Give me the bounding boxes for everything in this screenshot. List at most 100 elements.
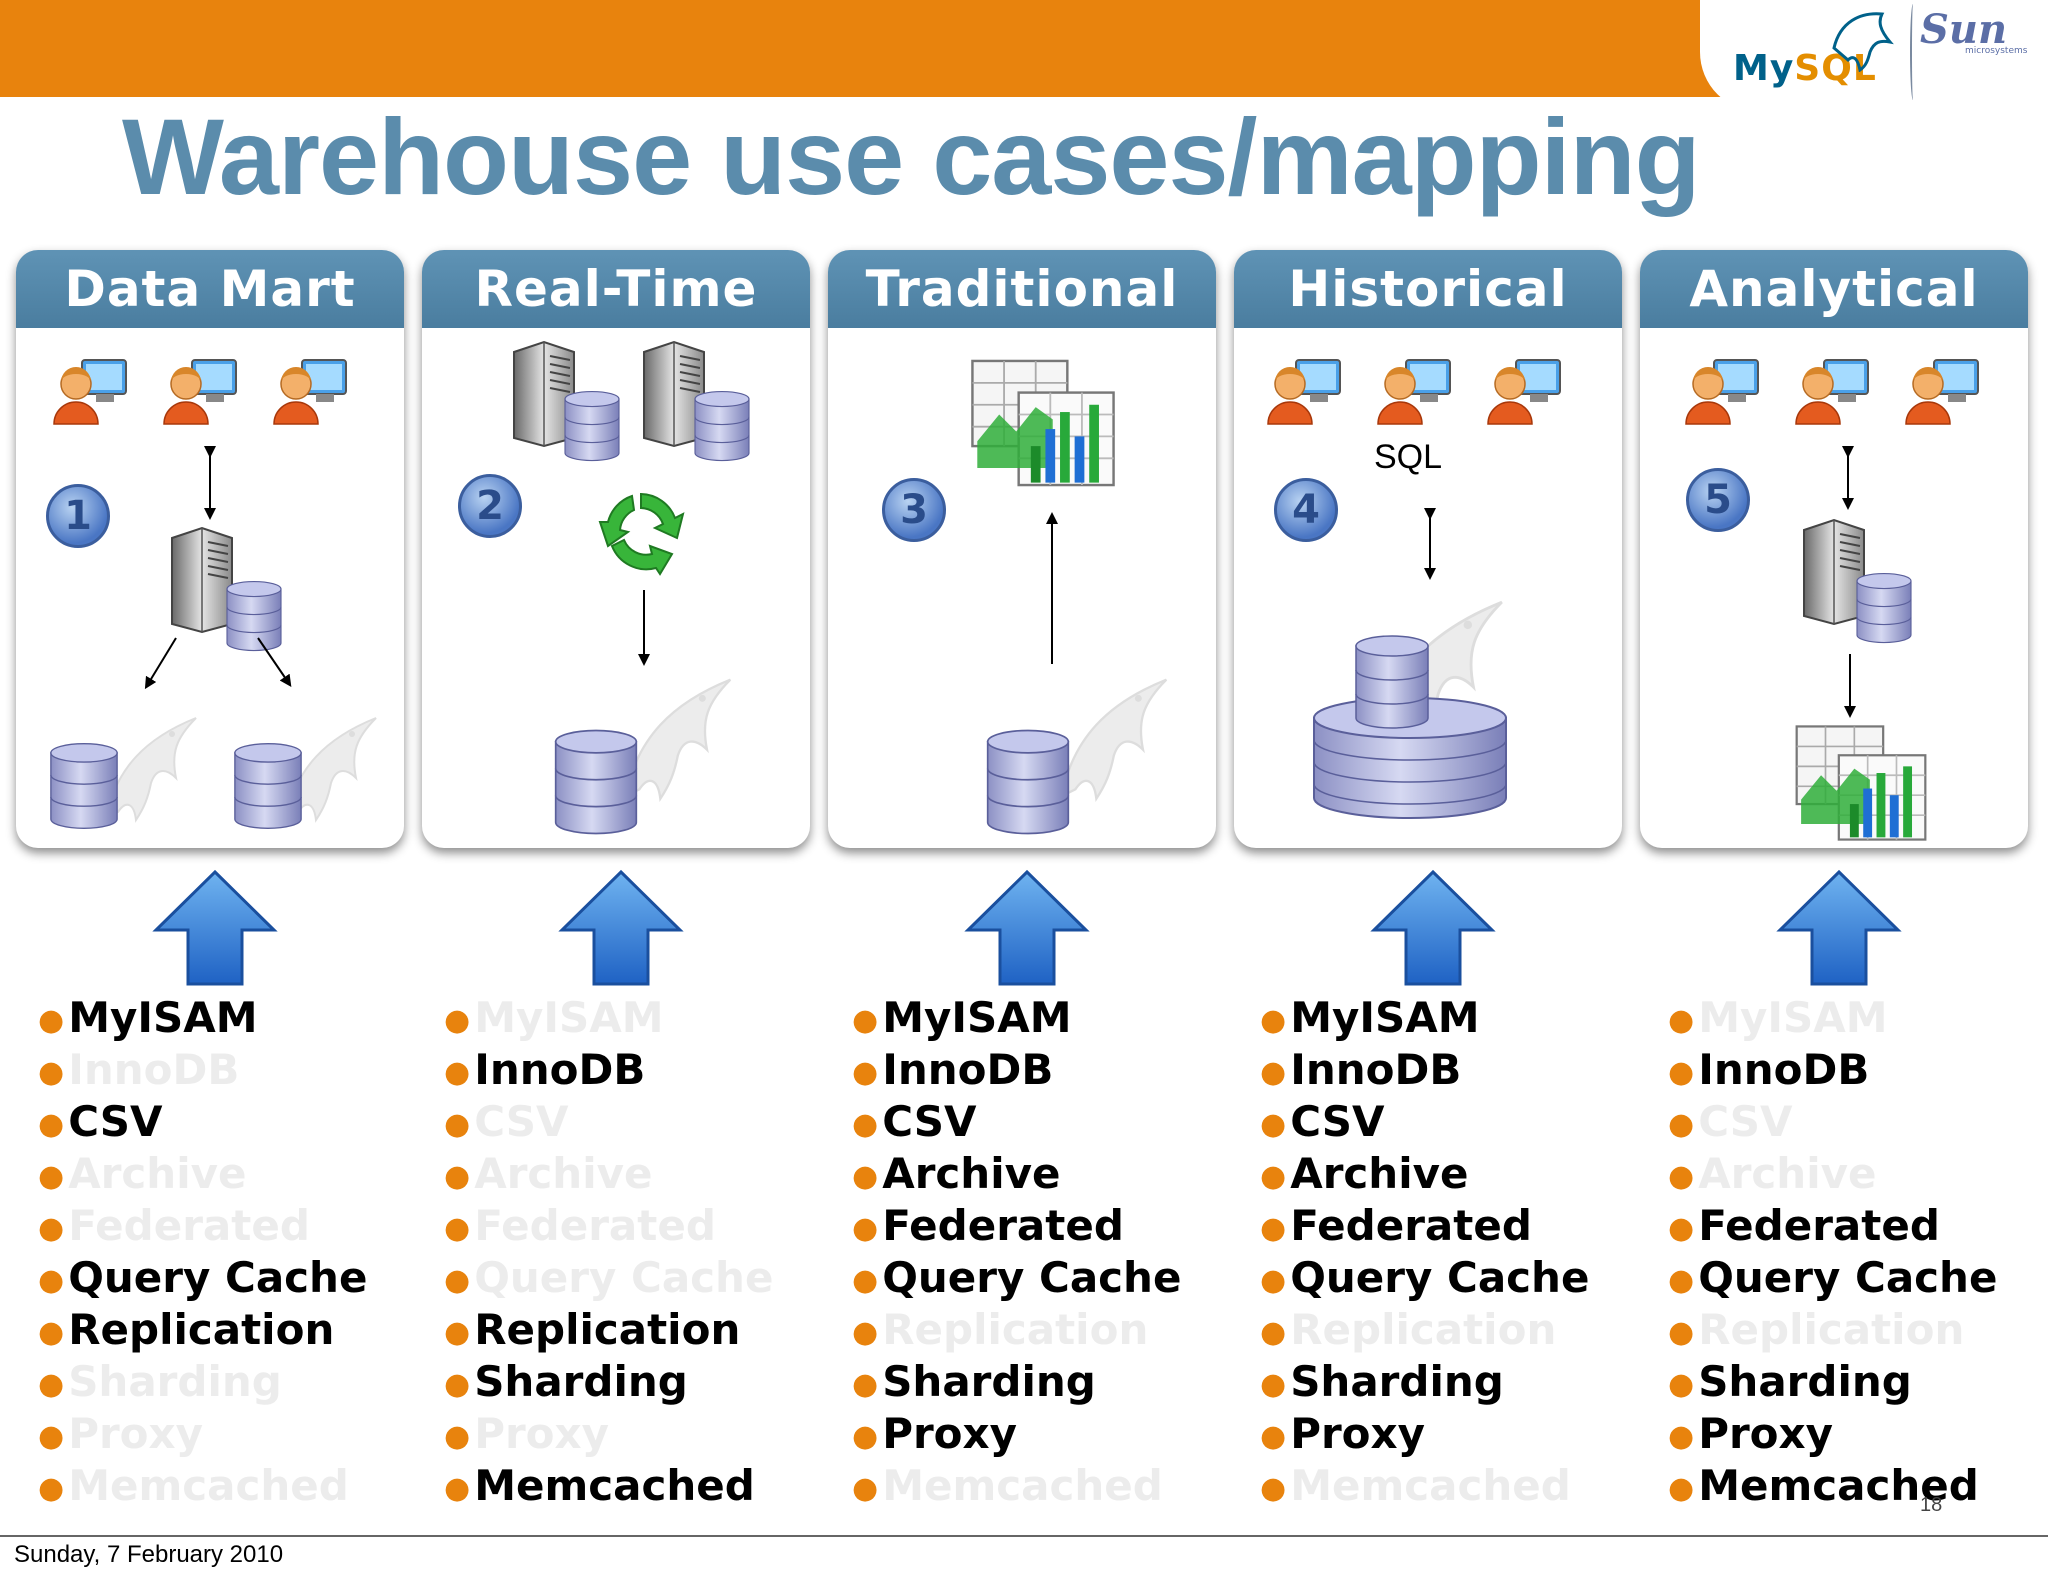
column-card-historical: Historical SQL 4 <box>1234 250 1622 848</box>
step-number-badge: 1 <box>46 484 110 548</box>
up-arrow-icon <box>1778 870 1900 986</box>
feature-label: Archive <box>1698 1149 1877 1198</box>
feature-label: Proxy <box>474 1409 610 1458</box>
feature-label: Proxy <box>882 1409 1018 1458</box>
sync-recycle-icon <box>599 493 684 575</box>
column-header: Historical <box>1234 250 1622 328</box>
bullet-icon: ● <box>1260 1470 1287 1506</box>
column-card-traditional: Traditional 3 <box>828 250 1216 848</box>
column-card-analytical: Analytical 5 <box>1640 250 2028 848</box>
feature-item: ●Proxy <box>852 1408 1181 1460</box>
database-icon <box>694 390 750 462</box>
up-arrow-icon <box>1372 870 1494 986</box>
bullet-icon: ● <box>38 1002 65 1038</box>
feature-item: ●Query Cache <box>852 1252 1181 1304</box>
feature-item: ●InnoDB <box>444 1044 773 1096</box>
database-icon <box>234 742 302 830</box>
feature-item: ●InnoDB <box>38 1044 367 1096</box>
user-workstation-icon <box>1905 359 1979 425</box>
feature-item: ●Replication <box>852 1304 1181 1356</box>
column-diagram: 5 <box>1640 328 2028 848</box>
footer-date: Sunday, 7 February 2010 <box>14 1541 284 1568</box>
mysql-logo-prefix: My <box>1733 48 1795 89</box>
database-icon <box>554 729 638 835</box>
bullet-icon: ● <box>444 1470 471 1506</box>
feature-label: Memcached <box>68 1461 349 1510</box>
sun-logo: Sun <box>1920 6 2008 53</box>
user-workstation-icon <box>53 359 127 425</box>
bullet-icon: ● <box>38 1054 65 1090</box>
bullet-icon: ● <box>852 1210 879 1246</box>
feature-label: Sharding <box>68 1357 282 1406</box>
column-diagram: 2 <box>422 328 810 848</box>
feature-label: MyISAM <box>68 993 258 1042</box>
bullet-icon: ● <box>444 1054 471 1090</box>
page-title: Warehouse use cases/mapping <box>122 96 1701 217</box>
step-number-badge: 5 <box>1686 468 1750 532</box>
database-icon <box>226 580 282 652</box>
report-chart-icon <box>1795 725 1927 841</box>
feature-label: CSV <box>882 1097 977 1146</box>
mysql-dolphin-watermark-icon <box>105 717 197 821</box>
feature-label: MyISAM <box>1290 993 1480 1042</box>
server-icon <box>171 527 233 633</box>
feature-label: Replication <box>1698 1305 1965 1354</box>
feature-label: Archive <box>882 1149 1061 1198</box>
feature-item: ●Archive <box>852 1148 1181 1200</box>
feature-label: Replication <box>882 1305 1149 1354</box>
feature-item: ●Archive <box>444 1148 773 1200</box>
feature-label: CSV <box>1698 1097 1793 1146</box>
feature-label: InnoDB <box>474 1045 646 1094</box>
feature-label: Proxy <box>68 1409 204 1458</box>
feature-label: Sharding <box>1290 1357 1504 1406</box>
database-icon <box>1355 635 1429 729</box>
server-icon <box>1803 519 1865 625</box>
feature-label: InnoDB <box>882 1045 1054 1094</box>
feature-label: Memcached <box>1290 1461 1571 1510</box>
logo-divider <box>1910 4 1916 100</box>
feature-label: Replication <box>1290 1305 1557 1354</box>
feature-label: Archive <box>1290 1149 1469 1198</box>
bullet-icon: ● <box>1260 1002 1287 1038</box>
feature-label: InnoDB <box>68 1045 240 1094</box>
bullet-icon: ● <box>1260 1106 1287 1142</box>
database-icon <box>564 390 620 462</box>
feature-label: Query Cache <box>68 1253 368 1302</box>
feature-label: CSV <box>1290 1097 1385 1146</box>
bullet-icon: ● <box>38 1366 65 1402</box>
bullet-icon: ● <box>1668 1158 1695 1194</box>
feature-item: ●Memcached <box>1668 1460 1997 1512</box>
bullet-icon: ● <box>1260 1262 1287 1298</box>
mysql-dolphin-icon <box>1832 12 1894 72</box>
connector-arrow <box>257 637 292 687</box>
feature-item: ●Memcached <box>1260 1460 1589 1512</box>
bullet-icon: ● <box>444 1314 471 1350</box>
database-icon <box>50 742 118 830</box>
bullet-icon: ● <box>1260 1366 1287 1402</box>
page-number: 18 <box>1920 1494 1943 1516</box>
bullet-icon: ● <box>1668 1002 1695 1038</box>
feature-item: ●CSV <box>852 1096 1181 1148</box>
feature-item: ●Replication <box>1668 1304 1997 1356</box>
bullet-icon: ● <box>1260 1054 1287 1090</box>
bullet-icon: ● <box>1668 1366 1695 1402</box>
feature-label: Query Cache <box>882 1253 1182 1302</box>
feature-label: CSV <box>474 1097 569 1146</box>
column-card-real-time: Real-Time 2 <box>422 250 810 848</box>
logo-panel <box>1700 0 2048 112</box>
connector-arrow <box>144 637 177 690</box>
sun-logo-subtitle: microsystems <box>1965 46 2028 56</box>
feature-item: ●MyISAM <box>1260 992 1589 1044</box>
column-header: Data Mart <box>16 250 404 328</box>
bullet-icon: ● <box>444 1106 471 1142</box>
step-number-badge: 2 <box>458 474 522 538</box>
feature-item: ●Proxy <box>444 1408 773 1460</box>
feature-list-historical: ●MyISAM●InnoDB●CSV●Archive●Federated●Que… <box>1260 992 1589 1512</box>
column-diagram: 3 <box>828 328 1216 848</box>
feature-item: ●InnoDB <box>1668 1044 1997 1096</box>
bullet-icon: ● <box>444 1002 471 1038</box>
user-workstation-icon <box>1795 359 1869 425</box>
feature-item: ●CSV <box>38 1096 367 1148</box>
bullet-icon: ● <box>1260 1418 1287 1454</box>
feature-item: ●InnoDB <box>1260 1044 1589 1096</box>
